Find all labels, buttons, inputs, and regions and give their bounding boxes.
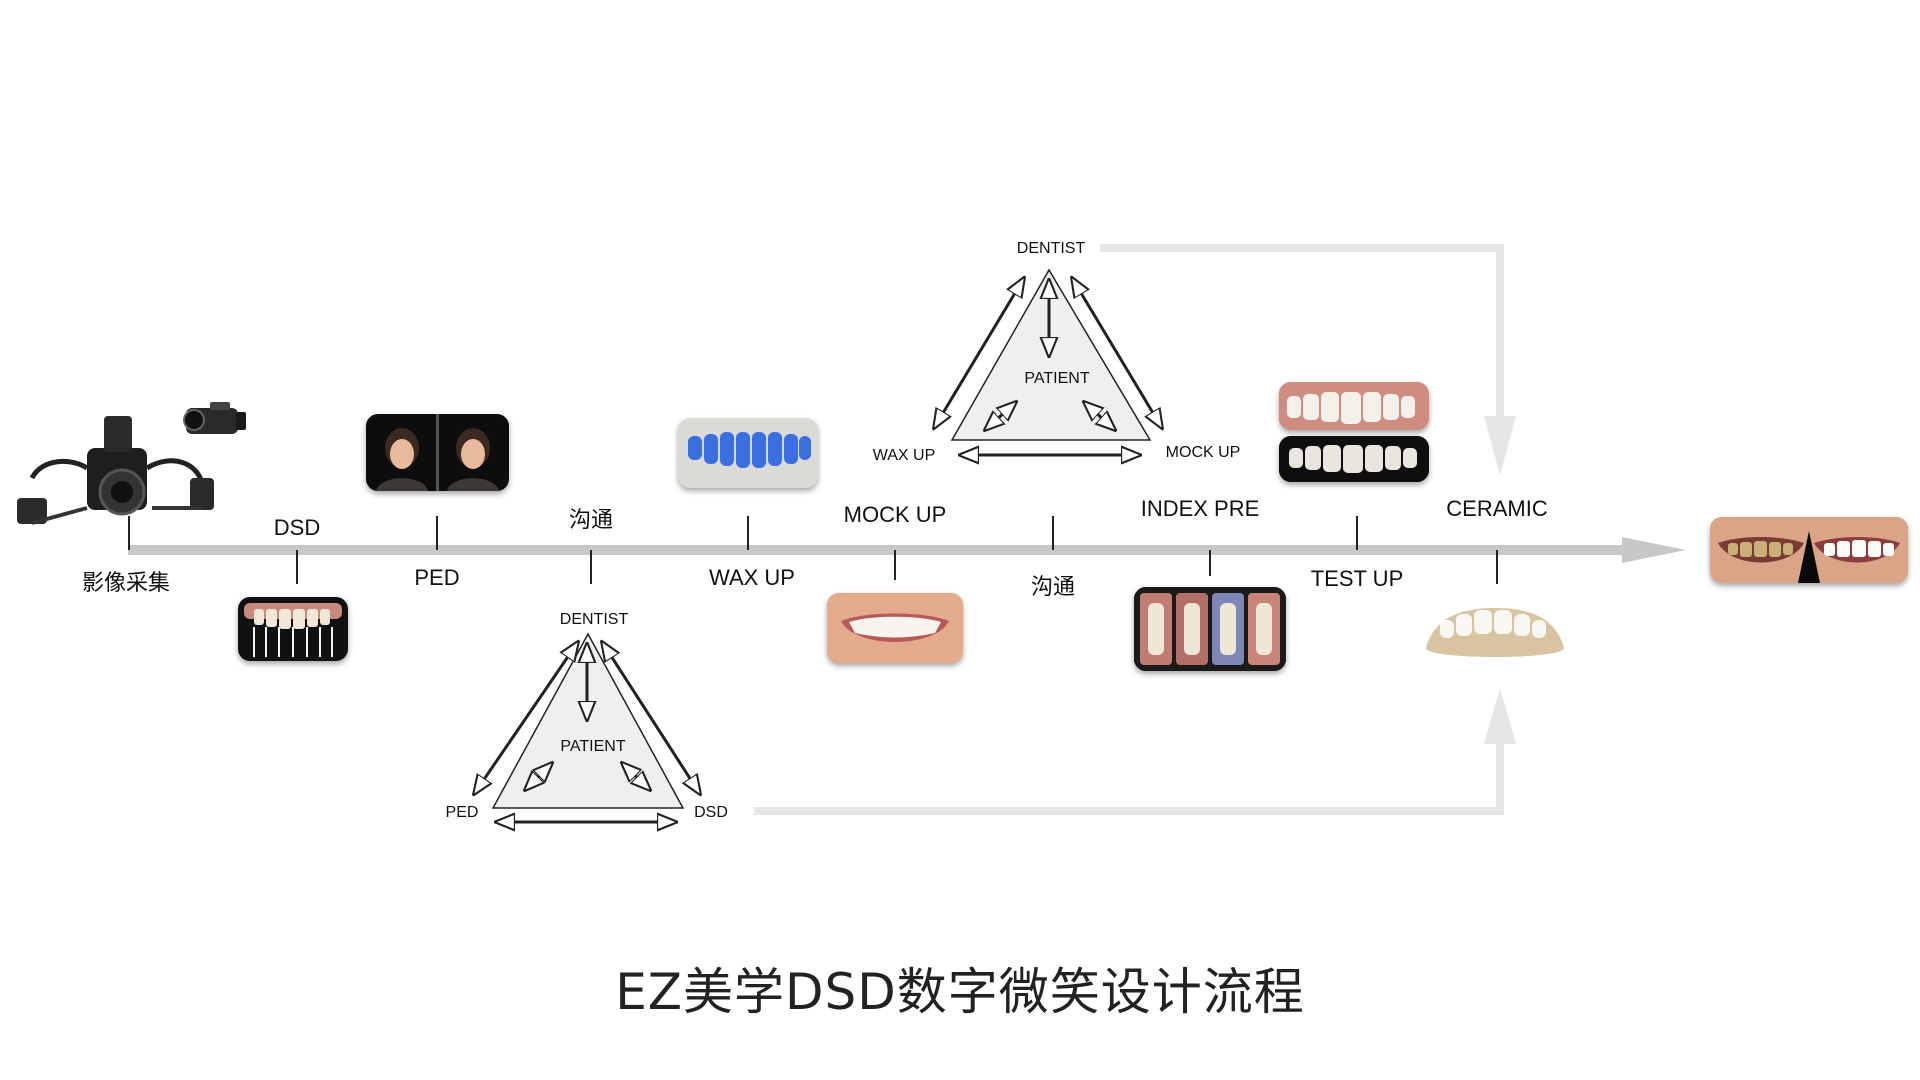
tri-top-dentist: DENTIST	[1016, 240, 1086, 257]
video-camera-icon	[183, 402, 246, 434]
triangle-top	[934, 268, 1162, 455]
index-pre-icon	[1134, 587, 1286, 671]
patient-portraits-image	[366, 414, 509, 491]
before-after-icon	[1710, 517, 1908, 583]
timeline-ticks	[128, 516, 1498, 584]
label-wax-up: WAX UP	[709, 565, 795, 590]
teeth-bottom-icon	[1279, 436, 1429, 482]
test-teeth-bottom-image	[1279, 436, 1429, 482]
tri-bottom-dentist: DENTIST	[559, 611, 629, 628]
label-影像采集: 影像采集	[81, 570, 171, 595]
ceramic-model-icon	[1426, 608, 1564, 657]
ceramic-crown-model-image	[1420, 598, 1570, 664]
label-mock-up: MOCK UP	[843, 502, 947, 527]
label-test-up: TEST UP	[1310, 566, 1404, 591]
test-teeth-top-image	[1279, 382, 1429, 430]
top-connector-arrowhead	[1484, 416, 1516, 476]
smile-mockup-image	[827, 593, 963, 663]
tri-top-mock-up: MOCK UP	[1165, 444, 1241, 461]
portrait-icon	[376, 414, 499, 491]
blue-wax-model-image	[678, 418, 818, 488]
tri-bottom-ped: PED	[445, 804, 479, 821]
teeth-top-icon	[1279, 382, 1429, 430]
video-camera-image	[180, 398, 250, 438]
tri-bottom-patient: PATIENT	[560, 738, 626, 755]
label-沟通-1: 沟通	[568, 507, 614, 532]
triangle-bottom	[474, 632, 700, 822]
label-ped: PED	[414, 565, 460, 590]
tri-bottom-dsd: DSD	[694, 804, 728, 821]
bottom-connector-line	[754, 740, 1504, 815]
timeline-line	[128, 545, 1633, 555]
dsd-teeth-grid-image	[238, 597, 348, 661]
index-pre-photos-image	[1134, 587, 1286, 671]
timeline-arrowhead	[1622, 537, 1686, 563]
label-沟通-2: 沟通	[1030, 574, 1076, 599]
teeth-grid-icon	[244, 603, 342, 657]
smile-icon	[827, 593, 963, 663]
before-after-smile-image	[1710, 517, 1908, 583]
tri-top-patient: PATIENT	[1024, 370, 1090, 387]
tri-top-wax-up: WAX UP	[872, 447, 936, 464]
bottom-connector-arrowhead	[1484, 688, 1516, 744]
label-ceramic: CERAMIC	[1446, 496, 1548, 521]
label-dsd: DSD	[273, 515, 321, 540]
label-index-pre: INDEX PRE	[1140, 496, 1260, 521]
camera-icon	[17, 416, 214, 525]
page-title: EZ美学DSD数字微笑设计流程	[615, 963, 1305, 1021]
camera-rig-image	[12, 408, 222, 538]
wax-model-icon	[678, 418, 818, 488]
top-connector-line	[1100, 244, 1504, 420]
